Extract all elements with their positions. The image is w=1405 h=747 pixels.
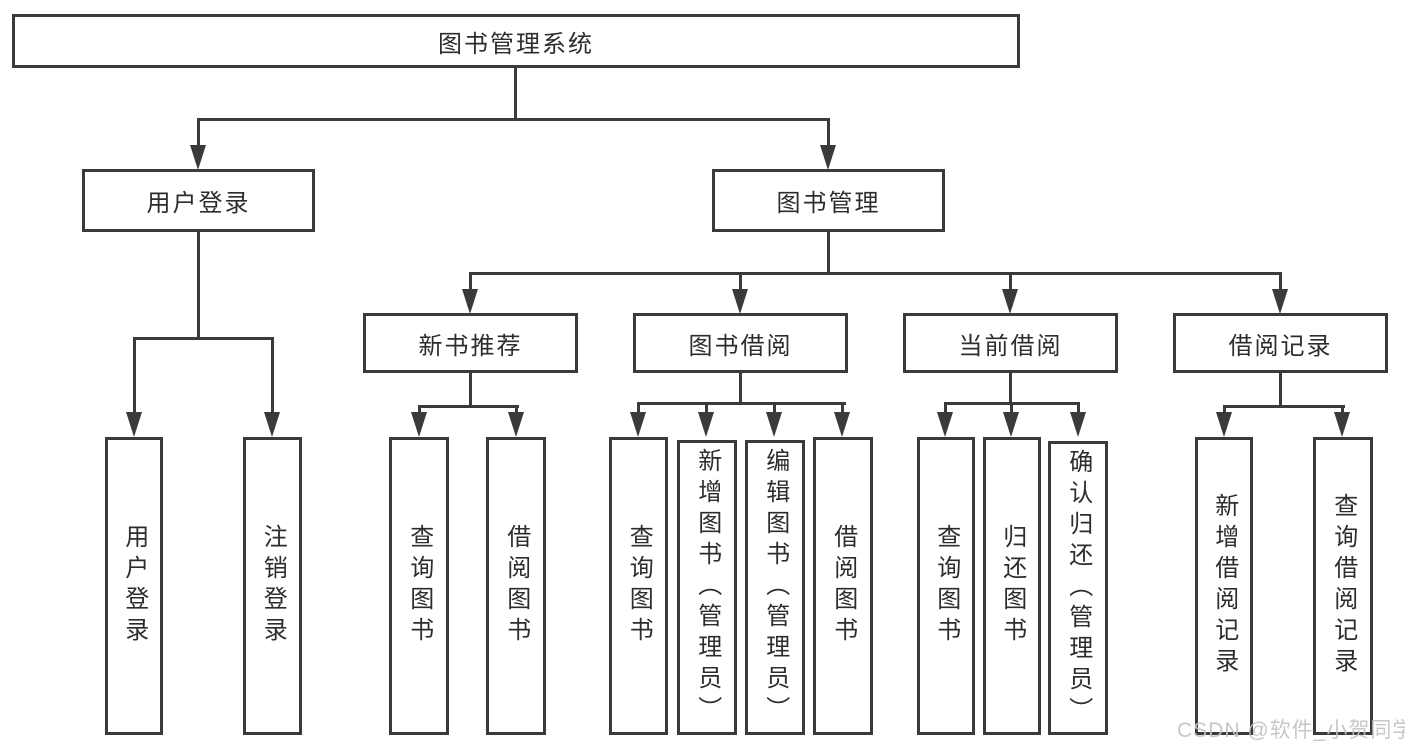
leaf-borrow-book: 借阅图书 xyxy=(813,437,873,735)
leaf-label: 新增借阅记录 xyxy=(1210,493,1238,679)
arrow-down-icon xyxy=(937,412,953,437)
node-root-label: 图书管理系统 xyxy=(438,30,594,58)
connector-line xyxy=(637,402,640,415)
connector-line xyxy=(469,373,472,408)
arrow-down-icon xyxy=(732,289,748,314)
connector-line xyxy=(773,402,776,415)
node-book-management: 图书管理 xyxy=(712,169,945,232)
leaf-label: 新增图书（管理员） xyxy=(693,448,721,727)
arrow-down-icon xyxy=(462,289,478,314)
leaf-label: 确认归还（管理员） xyxy=(1064,448,1092,728)
arrow-down-icon xyxy=(766,412,782,437)
leaf-logout: 注销登录 xyxy=(243,437,302,735)
connector-line xyxy=(469,272,472,294)
connector-line xyxy=(841,402,844,415)
node-borrow-record: 借阅记录 xyxy=(1173,313,1388,373)
leaf-label: 归还图书 xyxy=(998,524,1026,648)
connector-line xyxy=(1009,272,1012,294)
arrow-down-icon xyxy=(1002,289,1018,314)
node-book-borrow: 图书借阅 xyxy=(633,313,848,373)
connector-line xyxy=(514,68,517,121)
arrow-down-icon xyxy=(630,412,646,437)
node-user-login-label: 用户登录 xyxy=(146,190,251,217)
leaf-user-login: 用户登录 xyxy=(105,437,163,735)
node-label: 图书借阅 xyxy=(688,332,793,360)
arrow-down-icon xyxy=(1334,412,1350,437)
leaf-label: 用户登录 xyxy=(120,524,148,648)
connector-line xyxy=(1341,405,1344,415)
arrow-down-icon xyxy=(508,412,524,437)
connector-line xyxy=(637,402,846,405)
arrow-down-icon xyxy=(698,412,714,437)
leaf-query-book: 查询图书 xyxy=(917,437,975,735)
connector-line xyxy=(705,402,708,415)
connector-line xyxy=(1223,405,1345,408)
connector-line xyxy=(197,118,830,121)
leaf-add-book-admin: 新增图书（管理员） xyxy=(677,440,737,735)
node-root: 图书管理系统 xyxy=(12,14,1020,68)
connector-line xyxy=(1279,272,1282,294)
leaf-query-borrow-record: 查询借阅记录 xyxy=(1313,437,1373,735)
arrow-down-icon xyxy=(190,145,206,170)
leaf-query-book: 查询图书 xyxy=(609,437,668,735)
leaf-borrow-book: 借阅图书 xyxy=(486,437,546,735)
leaf-label: 编辑图书（管理员） xyxy=(761,448,789,727)
leaf-label: 查询借阅记录 xyxy=(1329,493,1357,679)
connector-line xyxy=(739,373,742,405)
connector-line xyxy=(418,405,519,408)
connector-line xyxy=(1009,373,1012,405)
connector-line xyxy=(1010,402,1013,415)
arrow-down-icon xyxy=(411,412,427,437)
connector-line xyxy=(469,272,1282,275)
connector-line xyxy=(827,232,830,275)
leaf-label: 借阅图书 xyxy=(502,524,530,648)
connector-line xyxy=(1223,405,1226,415)
leaf-label: 注销登录 xyxy=(259,524,287,648)
leaf-query-book: 查询图书 xyxy=(389,437,449,735)
connector-line xyxy=(1279,373,1282,408)
node-current-borrow: 当前借阅 xyxy=(903,313,1118,373)
connector-line xyxy=(271,337,274,415)
connector-line xyxy=(418,405,421,415)
leaf-add-borrow-record: 新增借阅记录 xyxy=(1195,437,1253,735)
arrow-down-icon xyxy=(126,412,142,437)
connector-line xyxy=(197,118,200,150)
csdn-watermark: CSDN @软件_小贺同学 xyxy=(1177,719,1405,742)
connector-line xyxy=(197,232,200,340)
connector-line xyxy=(739,272,742,294)
arrow-down-icon xyxy=(1272,289,1288,314)
connector-line xyxy=(133,337,136,415)
arrow-down-icon xyxy=(820,145,836,170)
leaf-label: 借阅图书 xyxy=(829,524,857,648)
node-new-book-recommend: 新书推荐 xyxy=(363,313,578,373)
node-label: 借阅记录 xyxy=(1228,332,1333,360)
leaf-return-book: 归还图书 xyxy=(983,437,1041,735)
node-label: 新书推荐 xyxy=(418,332,523,360)
leaf-confirm-return-admin: 确认归还（管理员） xyxy=(1048,441,1108,735)
connector-line xyxy=(1077,402,1080,415)
connector-line xyxy=(944,402,947,415)
connector-line xyxy=(827,118,830,150)
connector-line xyxy=(515,405,518,415)
leaf-label: 查询图书 xyxy=(405,524,433,648)
leaf-label: 查询图书 xyxy=(932,524,960,648)
arrow-down-icon xyxy=(834,412,850,437)
node-label: 当前借阅 xyxy=(958,332,1063,360)
arrow-down-icon xyxy=(264,412,280,437)
node-user-login: 用户登录 xyxy=(82,169,315,232)
connector-line xyxy=(133,337,274,340)
arrow-down-icon xyxy=(1216,412,1232,437)
leaf-label: 查询图书 xyxy=(625,524,653,648)
arrow-down-icon xyxy=(1070,412,1086,437)
arrow-down-icon xyxy=(1003,412,1019,437)
node-book-management-label: 图书管理 xyxy=(776,190,881,217)
leaf-edit-book-admin: 编辑图书（管理员） xyxy=(745,440,805,735)
